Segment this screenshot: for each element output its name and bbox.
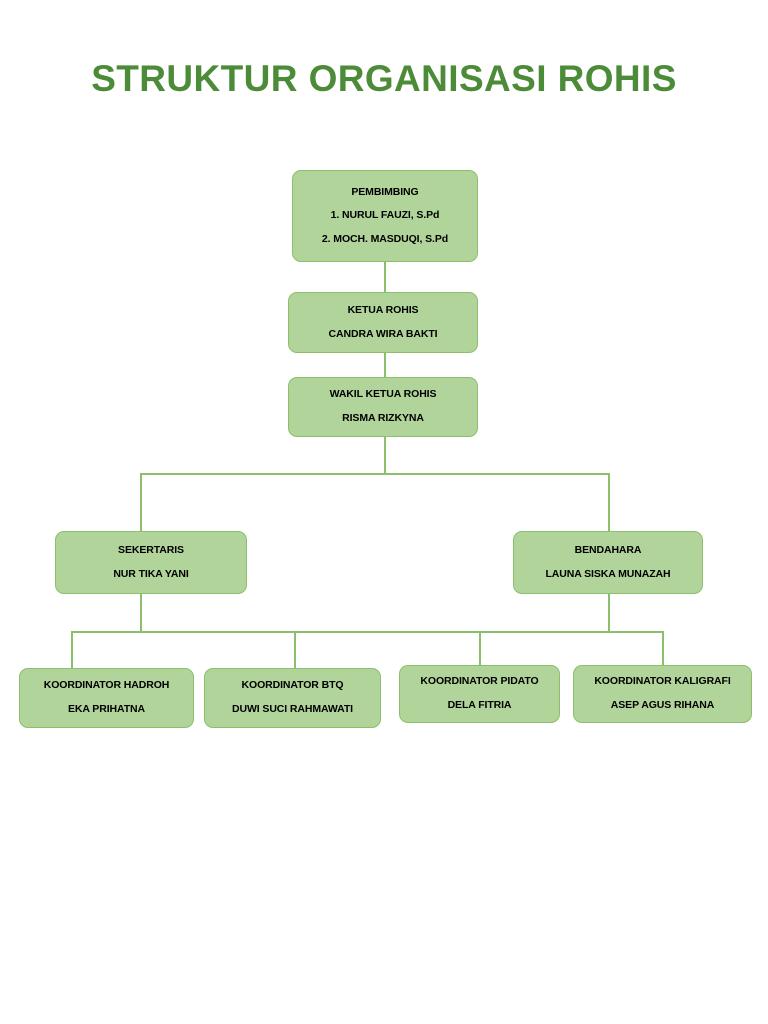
node-koordinator-kaligrafi-name: ASEP AGUS RIHANA bbox=[610, 699, 715, 711]
node-koordinator-hadroh-name: EKA PRIHATNA bbox=[68, 703, 145, 715]
node-wakil-ketua-rohis-role: WAKIL KETUA ROHIS bbox=[329, 388, 437, 401]
node-koordinator-btq-role: KOORDINATOR BTQ bbox=[241, 679, 344, 692]
node-koordinator-kaligrafi[interactable]: KOORDINATOR KALIGRAFI ASEP AGUS RIHANA bbox=[573, 665, 752, 723]
node-ketua-rohis-role: KETUA ROHIS bbox=[347, 303, 419, 316]
connector-ketua-to-wakil bbox=[384, 352, 386, 378]
page-title: STRUKTUR ORGANISASI ROHIS bbox=[91, 58, 677, 99]
node-koordinator-hadroh-role: KOORDINATOR HADROH bbox=[43, 679, 170, 692]
connector-sekertaris-stem bbox=[140, 594, 142, 632]
node-wakil-ketua-rohis[interactable]: WAKIL KETUA ROHIS RISMA RIZKYNA bbox=[288, 377, 478, 437]
connector-drop-hadroh bbox=[71, 631, 73, 669]
connector-drop-pidato bbox=[479, 631, 481, 669]
node-pembimbing[interactable]: PEMBIMBING 1. NURUL FAUZI, S.Pd 2. MOCH.… bbox=[292, 170, 478, 262]
node-pembimbing-role: PEMBIMBING bbox=[351, 185, 419, 198]
node-koordinator-hadroh[interactable]: KOORDINATOR HADROH EKA PRIHATNA bbox=[19, 668, 194, 728]
node-koordinator-pidato-role: KOORDINATOR PIDATO bbox=[420, 675, 539, 688]
node-bendahara-role: BENDAHARA bbox=[574, 543, 642, 556]
node-koordinator-btq[interactable]: KOORDINATOR BTQ DUWI SUCI RAHMAWATI bbox=[204, 668, 381, 728]
node-bendahara[interactable]: BENDAHARA LAUNA SISKA MUNAZAH bbox=[513, 531, 703, 594]
node-pembimbing-name-1: 1. NURUL FAUZI, S.Pd bbox=[330, 209, 440, 222]
node-wakil-ketua-rohis-name: RISMA RIZKYNA bbox=[342, 412, 424, 424]
node-koordinator-kaligrafi-role: KOORDINATOR KALIGRAFI bbox=[594, 675, 731, 688]
node-bendahara-name: LAUNA SISKA MUNAZAH bbox=[545, 567, 671, 580]
node-koordinator-pidato[interactable]: KOORDINATOR PIDATO DELA FITRIA bbox=[399, 665, 560, 723]
connector-level3-bus bbox=[140, 473, 610, 475]
node-sekertaris-role: SEKERTARIS bbox=[118, 543, 184, 556]
connector-drop-btq bbox=[294, 631, 296, 669]
connector-wakil-stem bbox=[384, 436, 386, 474]
connector-drop-sekertaris bbox=[140, 473, 142, 531]
connector-pembimbing-to-ketua bbox=[384, 261, 386, 293]
node-pembimbing-name-2: 2. MOCH. MASDUQI, S.Pd bbox=[321, 232, 449, 245]
node-sekertaris-name: NUR TIKA YANI bbox=[113, 567, 189, 580]
connector-drop-bendahara bbox=[608, 473, 610, 531]
node-ketua-rohis[interactable]: KETUA ROHIS CANDRA WIRA BAKTI bbox=[288, 292, 478, 353]
node-sekertaris[interactable]: SEKERTARIS NUR TIKA YANI bbox=[55, 531, 247, 594]
node-ketua-rohis-name: CANDRA WIRA BAKTI bbox=[328, 327, 438, 340]
connector-bendahara-stem bbox=[608, 594, 610, 632]
connector-level4-bus bbox=[71, 631, 664, 633]
node-koordinator-btq-name: DUWI SUCI RAHMAWATI bbox=[232, 703, 353, 715]
node-koordinator-pidato-name: DELA FITRIA bbox=[447, 699, 512, 711]
connector-drop-kaligrafi bbox=[662, 631, 664, 669]
